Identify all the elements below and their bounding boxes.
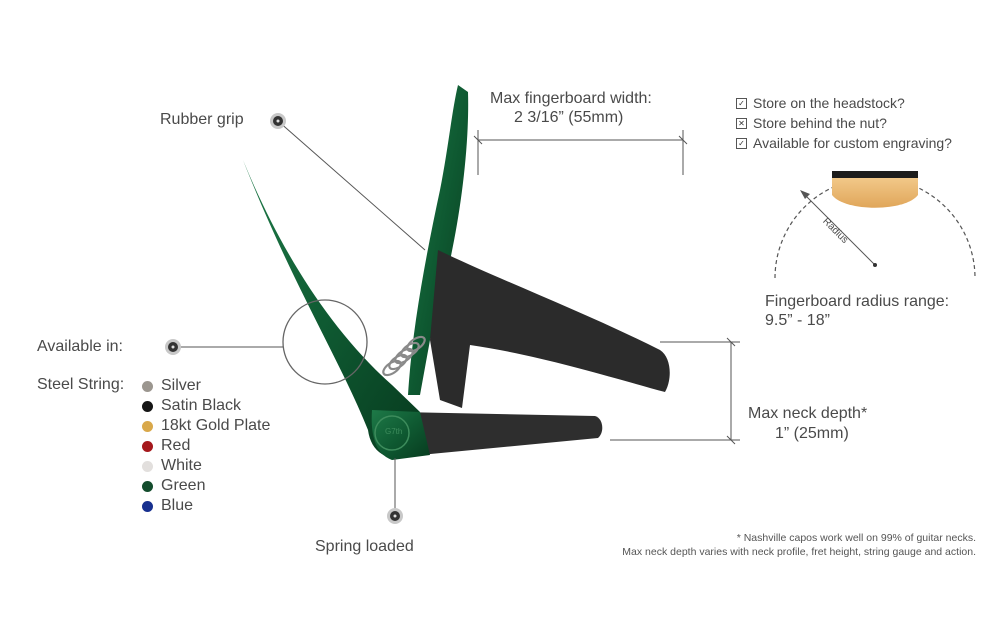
color-list: Silver Satin Black 18kt Gold Plate Red W… (142, 376, 302, 516)
capo-upper-pad (430, 250, 670, 408)
max-width-title: Max fingerboard width: (490, 90, 652, 107)
feature-item: ✕ Store behind the nut? (736, 113, 952, 133)
capo-lower-pad (400, 412, 603, 455)
callout-dot-rubber-grip (270, 113, 286, 129)
capo-lower-arm (243, 160, 420, 458)
max-width-value: 2 3/16” (55mm) (514, 109, 624, 126)
g7th-logo-icon (374, 415, 410, 451)
magnify-circle (282, 299, 368, 385)
depth-dimension (610, 337, 740, 445)
rubber-grip-label: Rubber grip (160, 111, 244, 128)
color-item: White (142, 456, 202, 476)
width-dimension (473, 130, 688, 175)
color-item: Silver (142, 376, 201, 396)
color-swatch (142, 480, 153, 492)
capo-hinge (371, 410, 430, 460)
fingerboard-section (832, 177, 918, 208)
color-swatch (142, 400, 153, 412)
checkbox-checked-icon: ✓ (736, 97, 747, 109)
footnote-line-2: Max neck depth varies with neck profile,… (622, 546, 976, 558)
features-list: ✓ Store on the headstock? ✕ Store behind… (736, 93, 952, 153)
capo-spring (382, 335, 426, 377)
radius-title: Fingerboard radius range: (765, 293, 950, 310)
feature-item: ✓ Available for custom engraving? (736, 133, 952, 153)
color-item: Blue (142, 496, 193, 516)
color-swatch (142, 380, 153, 392)
color-swatch (142, 500, 153, 512)
checkbox-crossed-icon: ✕ (736, 117, 747, 129)
radius-value: 9.5” - 18” (765, 312, 830, 329)
callout-dot-spring-loaded (387, 508, 403, 524)
neck-depth-value: 1” (25mm) (775, 425, 849, 442)
color-item: Red (142, 436, 190, 456)
available-in-label: Available in: (37, 338, 123, 355)
footnote: * Nashville capos work well on 99% of gu… (622, 531, 976, 559)
spring-loaded-label: Spring loaded (315, 538, 414, 555)
neck-depth-title: Max neck depth* (748, 405, 868, 422)
color-item: Green (142, 476, 205, 496)
checkbox-checked-icon: ✓ (736, 137, 747, 149)
colors-group-label: Steel String: (37, 376, 125, 393)
feature-item: ✓ Store on the headstock? (736, 93, 952, 113)
logo-text: G7th (385, 427, 403, 436)
radius-diagram (774, 171, 976, 279)
callout-dot-available-in (165, 339, 181, 355)
color-item: Satin Black (142, 396, 241, 416)
footnote-line-1: * Nashville capos work well on 99% of gu… (736, 532, 976, 544)
color-swatch (142, 420, 153, 432)
color-swatch (142, 460, 153, 472)
color-item: 18kt Gold Plate (142, 416, 270, 436)
color-swatch (142, 440, 153, 452)
capo-upper-arm (408, 85, 469, 395)
